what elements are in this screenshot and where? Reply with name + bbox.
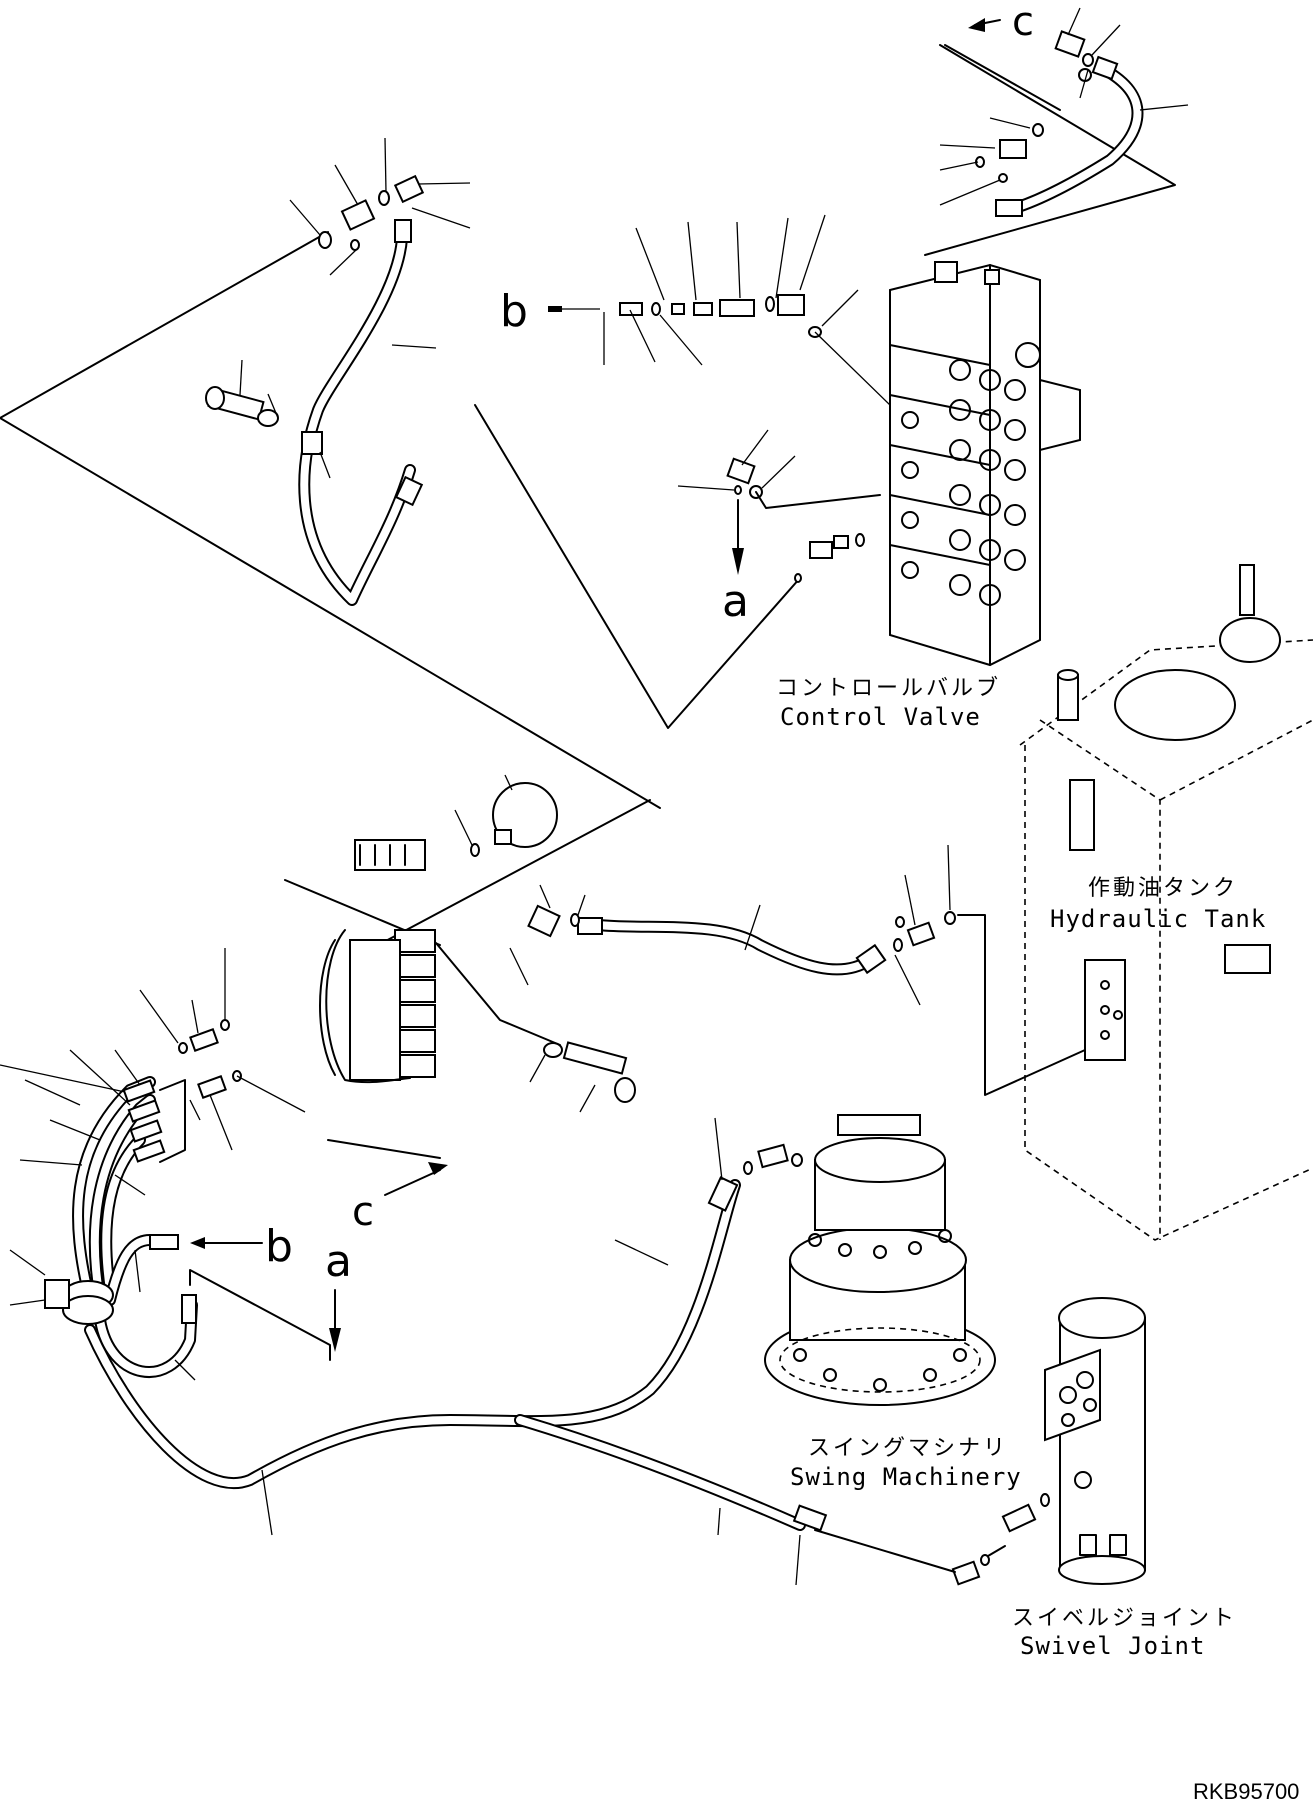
solenoid-valve-block bbox=[139, 774, 1086, 1151]
ref-a-bottom: a bbox=[325, 1236, 352, 1287]
upper-left-hose-assembly bbox=[0, 137, 801, 809]
ref-c-top: c bbox=[1012, 0, 1034, 45]
ref-c-bottom: c bbox=[352, 1189, 374, 1235]
ref-b-top: b bbox=[500, 286, 528, 337]
lower-hose-bundle bbox=[0, 1049, 956, 1586]
control-valve-drawing bbox=[677, 261, 1081, 667]
hydraulic-tank-label-en: Hydraulic Tank bbox=[1050, 905, 1267, 933]
swing-machinery-drawing bbox=[743, 1114, 996, 1406]
swing-machinery-label-en: Swing Machinery bbox=[790, 1463, 1022, 1491]
control-valve-label-jp: コントロールバルブ bbox=[776, 676, 1002, 701]
hydraulic-tank-label-jp: 作動油タンク bbox=[1088, 876, 1239, 901]
c-hose-assembly bbox=[924, 7, 1189, 256]
control-valve-label-en: Control Valve bbox=[780, 703, 981, 731]
swivel-joint-drawing bbox=[951, 1297, 1146, 1586]
ref-a-top: a bbox=[722, 576, 749, 627]
ref-b-bottom: b bbox=[265, 1221, 293, 1272]
swing-machinery-label-jp: スイングマシナリ bbox=[808, 1436, 1009, 1461]
swivel-joint-label-en: Swivel Joint bbox=[1020, 1632, 1206, 1660]
swivel-joint-label-jp: スイベルジョイント bbox=[1012, 1606, 1238, 1631]
b-connection-fittings bbox=[548, 214, 891, 406]
hydraulic-tank-drawing bbox=[1019, 564, 1313, 1241]
drawing-code: RKB95700 bbox=[1193, 1779, 1300, 1804]
top-reference-arrows bbox=[968, 18, 1001, 32]
